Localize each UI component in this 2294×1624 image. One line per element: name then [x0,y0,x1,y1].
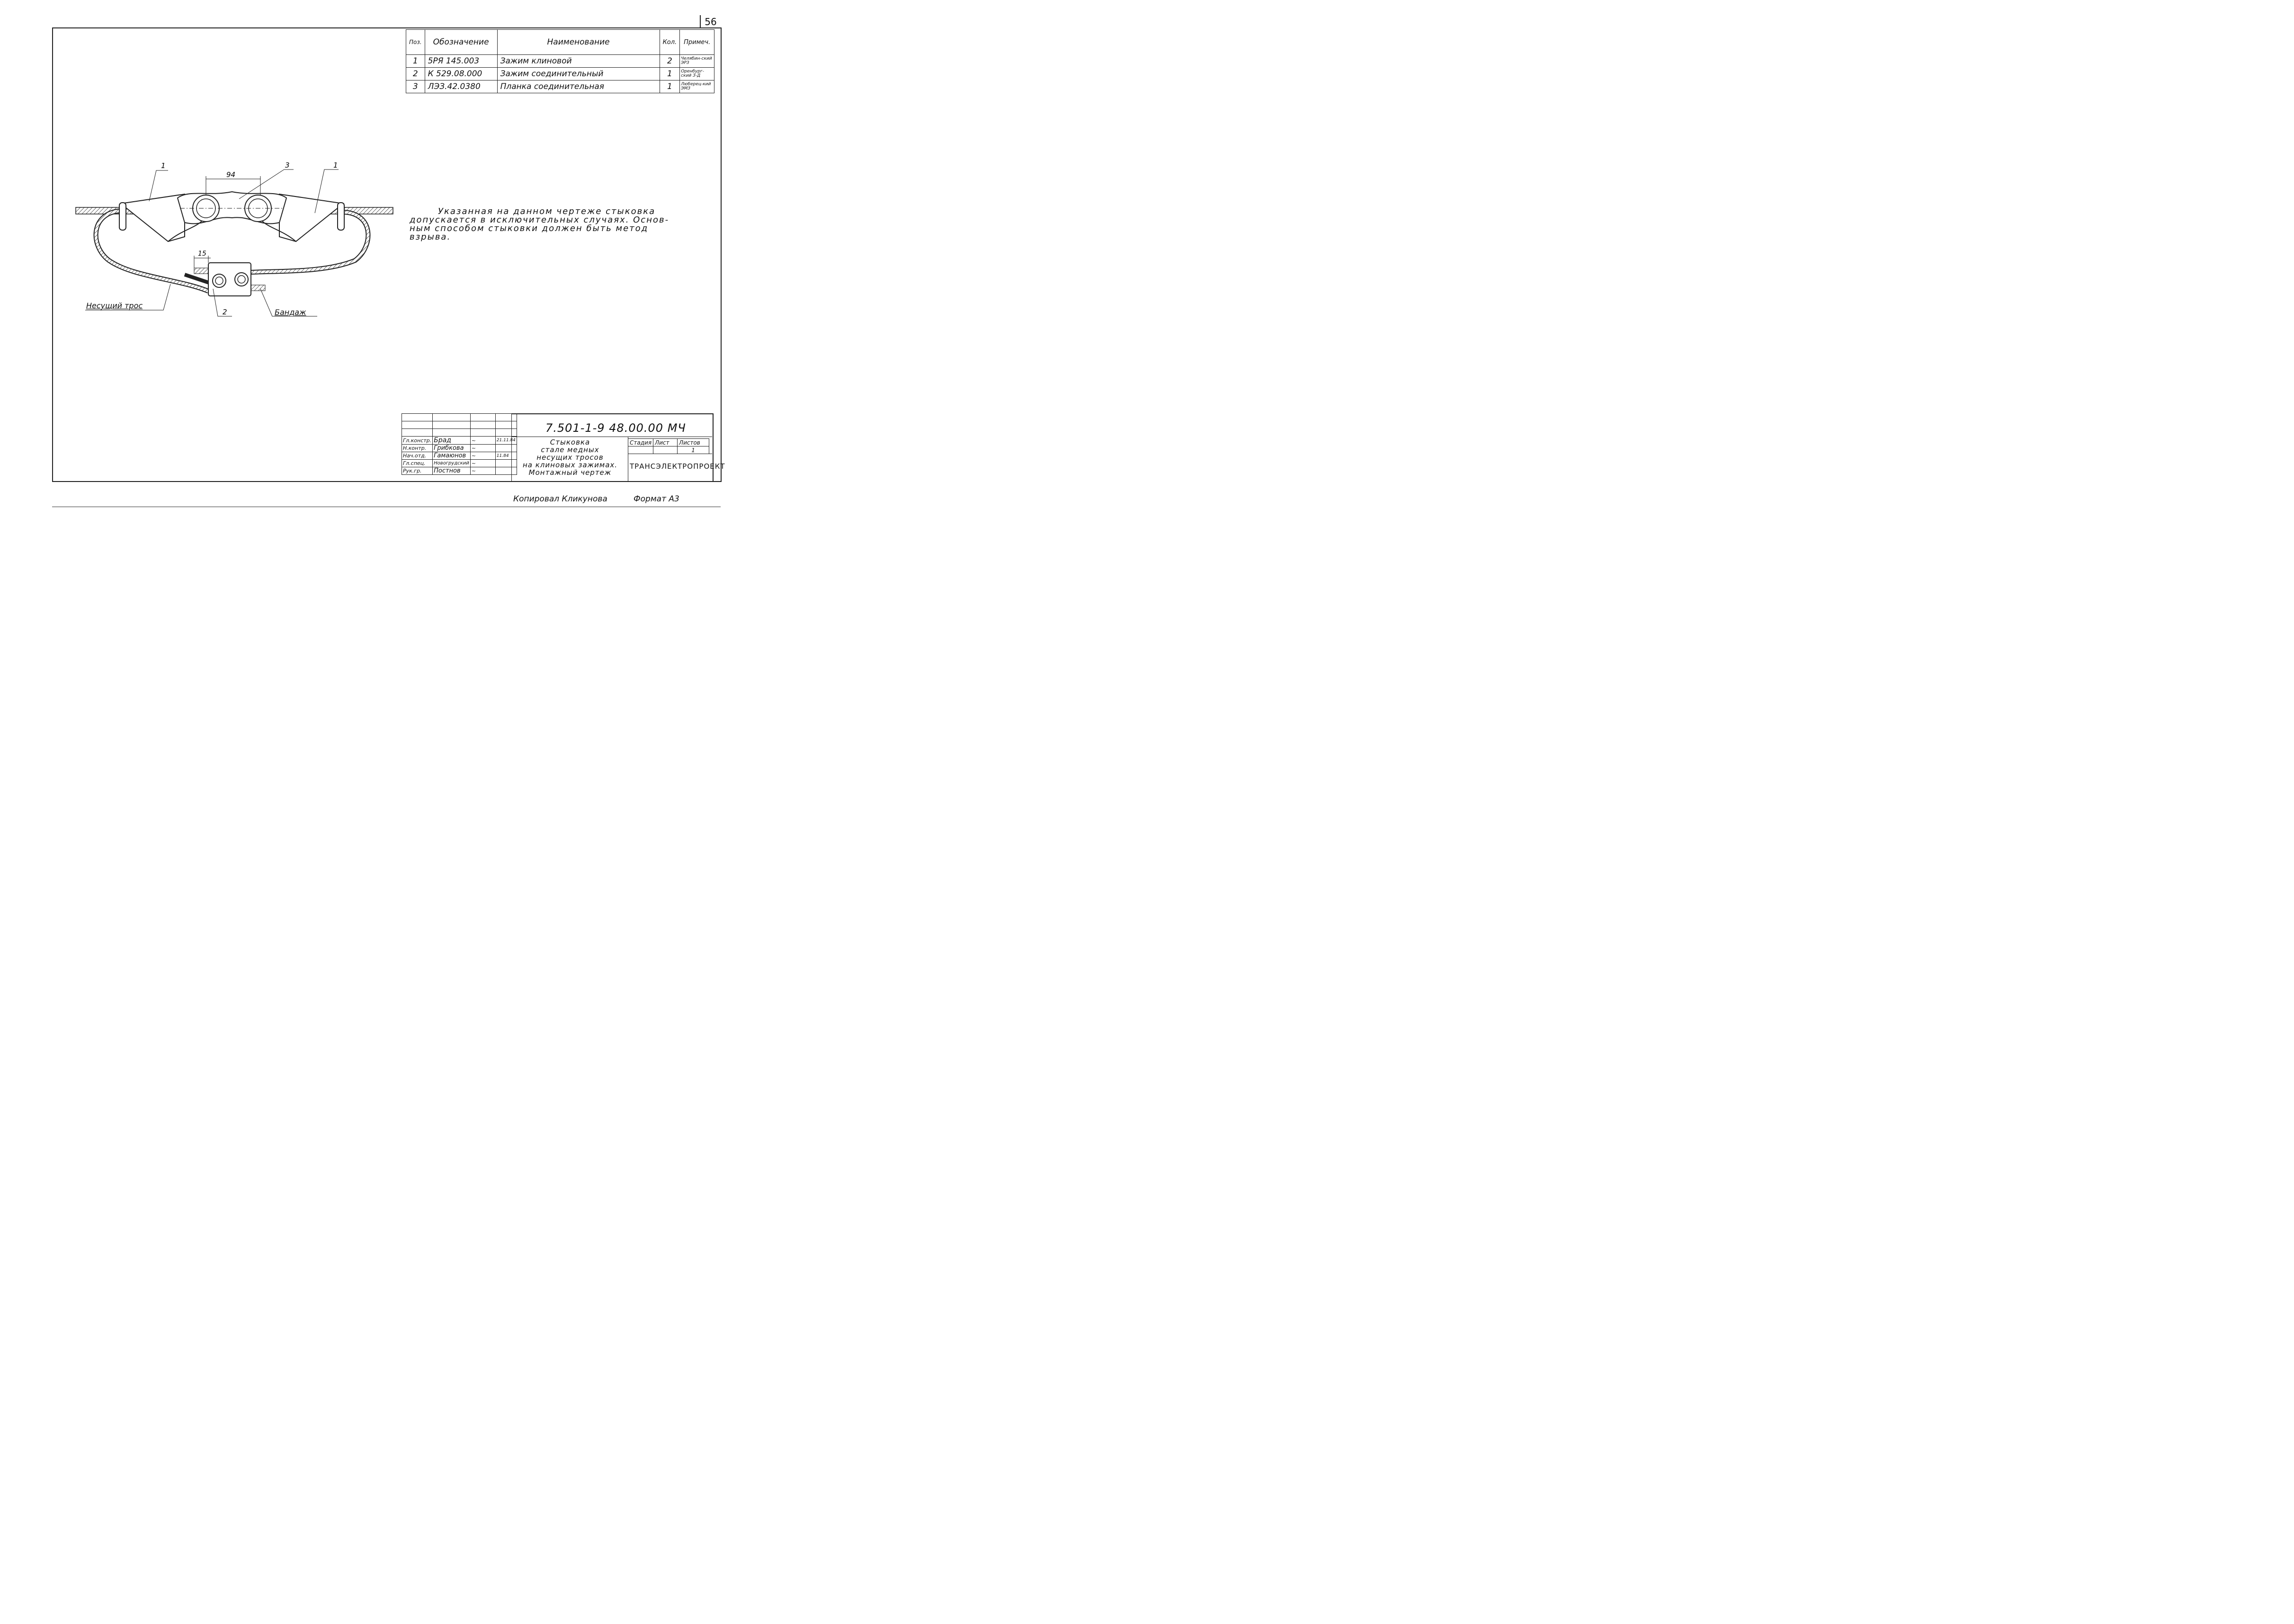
spec-row: 3 ЛЭЗ.42.0380 Планка соединительная 1 Лю… [406,80,715,93]
spec-header-qty: Кол. [659,29,680,55]
dimension-15: 15 [198,250,206,258]
title-line: стале медных [541,446,599,454]
stage-value [627,446,654,454]
title-line: Монтажный чертеж [528,468,612,477]
note-line: Указанная на данном чертеже стыковка [438,206,656,216]
spec-pos: 3 [406,80,425,93]
document-code: 7.501-1-9 48.00.00 МЧ [545,421,686,435]
spec-pos: 1 [406,54,425,68]
page-number: 56 [700,15,721,27]
sheet-header: Лист [653,438,678,446]
title-block-frame [511,413,714,482]
spec-note: Челябин-ский ЭРЗ [679,54,715,68]
signature-role: Рук.гр. [401,467,433,475]
title-line: на клиновых зажимах. [522,461,618,469]
spec-row: 2 К 529.08.000 Зажим соединительный 1 Ор… [406,67,715,80]
spec-header-name: Наименование [497,29,660,55]
left-wedge-clamp [119,193,185,242]
drawing-frame [52,27,722,482]
note-line: взрыва. [410,232,451,242]
right-wedge-clamp [279,193,345,242]
spec-qty: 1 [659,67,680,80]
sheets-count: 1 [677,446,710,454]
stage-header: Стадия [627,438,654,446]
signature-role: Н.контр. [401,444,433,452]
organization-name: ТРАНСЭЛЕКТРОПРОЕКТ [630,462,725,471]
pos-label-2: 2 [223,308,227,316]
spec-name: Планка соединительная [497,80,660,93]
spec-qty: 2 [659,54,680,68]
label-carrying-cable: Несущий трос [86,301,143,310]
signature-name: Новогрудский [432,459,471,467]
spec-header-row: Поз. Обозначение Наименование Кол. Приме… [406,29,715,55]
spec-qty: 1 [659,80,680,93]
spec-code: К 529.08.000 [424,67,498,80]
specification-table: Поз. Обозначение Наименование Кол. Приме… [406,29,715,93]
drawing-note: Указанная на данном чертеже стыковка доп… [410,207,689,241]
title-line: несущих тросов [536,453,604,462]
signature-role: Гл.спец. [401,459,433,467]
signature-mark: ~ [470,459,496,467]
spec-header-note: Примеч. [679,29,715,55]
spec-note: Оренбург-ский З-Д [679,67,715,80]
spec-name: Зажим соединительный [497,67,660,80]
spec-code: 5РЯ 145.003 [424,54,498,68]
signature-row: Рук.гр. Постнов ~ [401,467,517,475]
signature-row: Гл.спец. Новогрудский ~ [401,459,517,467]
spec-pos: 2 [406,67,425,80]
label-bandage: Бандаж [275,308,306,317]
sheets-header: Листов [677,438,710,446]
spec-note: Люберец-кий ЭМЗ [679,80,715,93]
stage-table: Стадия Лист Листов 1 [627,438,710,454]
note-line: допускается в исключительных случаях. Ос… [410,215,669,225]
spec-row: 1 5РЯ 145.003 Зажим клиновой 2 Челябин-с… [406,54,715,68]
signature-name: Постнов [432,467,471,475]
clamp-assembly-drawing: 94 15 1 3 1 2 [75,161,393,317]
spec-name: Зажим клиновой [497,54,660,68]
note-line: ным способом стыковки должен быть метод [410,223,649,233]
signature-mark: ~ [470,467,496,475]
signature-table: Гл.констр. Брад ~ 21.11.84 Н.контр. Гриб… [401,413,517,475]
signature-role: Гл.констр. [401,436,433,445]
bandage [250,285,266,291]
signature-row: Гл.констр. Брад ~ 21.11.84 [401,436,517,445]
spec-header-pos: Поз. [406,29,425,55]
signature-mark: ~ [470,452,496,460]
copied-by: Копировал Кликунова [513,494,607,504]
document-title: Стыковка стале медных несущих тросов на … [513,438,627,476]
signature-name: Гамаюнов [432,452,471,460]
sheet-format: Формат А3 [634,494,679,504]
signature-role: Нач.отд. [401,452,433,460]
dimension-94: 94 [226,170,235,179]
title-line: Стыковка [550,438,590,446]
pos-label-3: 3 [285,161,290,170]
signature-name: Грибкова [432,444,471,452]
pos-label-1-left: 1 [161,161,166,170]
spec-header-code: Обозначение [424,29,498,55]
signature-row: Нач.отд. Гамаюнов ~ 11.84 [401,452,517,460]
signature-row: Н.контр. Грибкова ~ [401,444,517,452]
spec-code: ЛЭЗ.42.0380 [424,80,498,93]
signature-mark: ~ [470,436,496,445]
pos-label-1-right: 1 [333,161,338,170]
signature-mark: ~ [470,444,496,452]
sheet-value [653,446,678,454]
signature-name: Брад [432,436,471,445]
frame-bottom-line [52,481,721,482]
